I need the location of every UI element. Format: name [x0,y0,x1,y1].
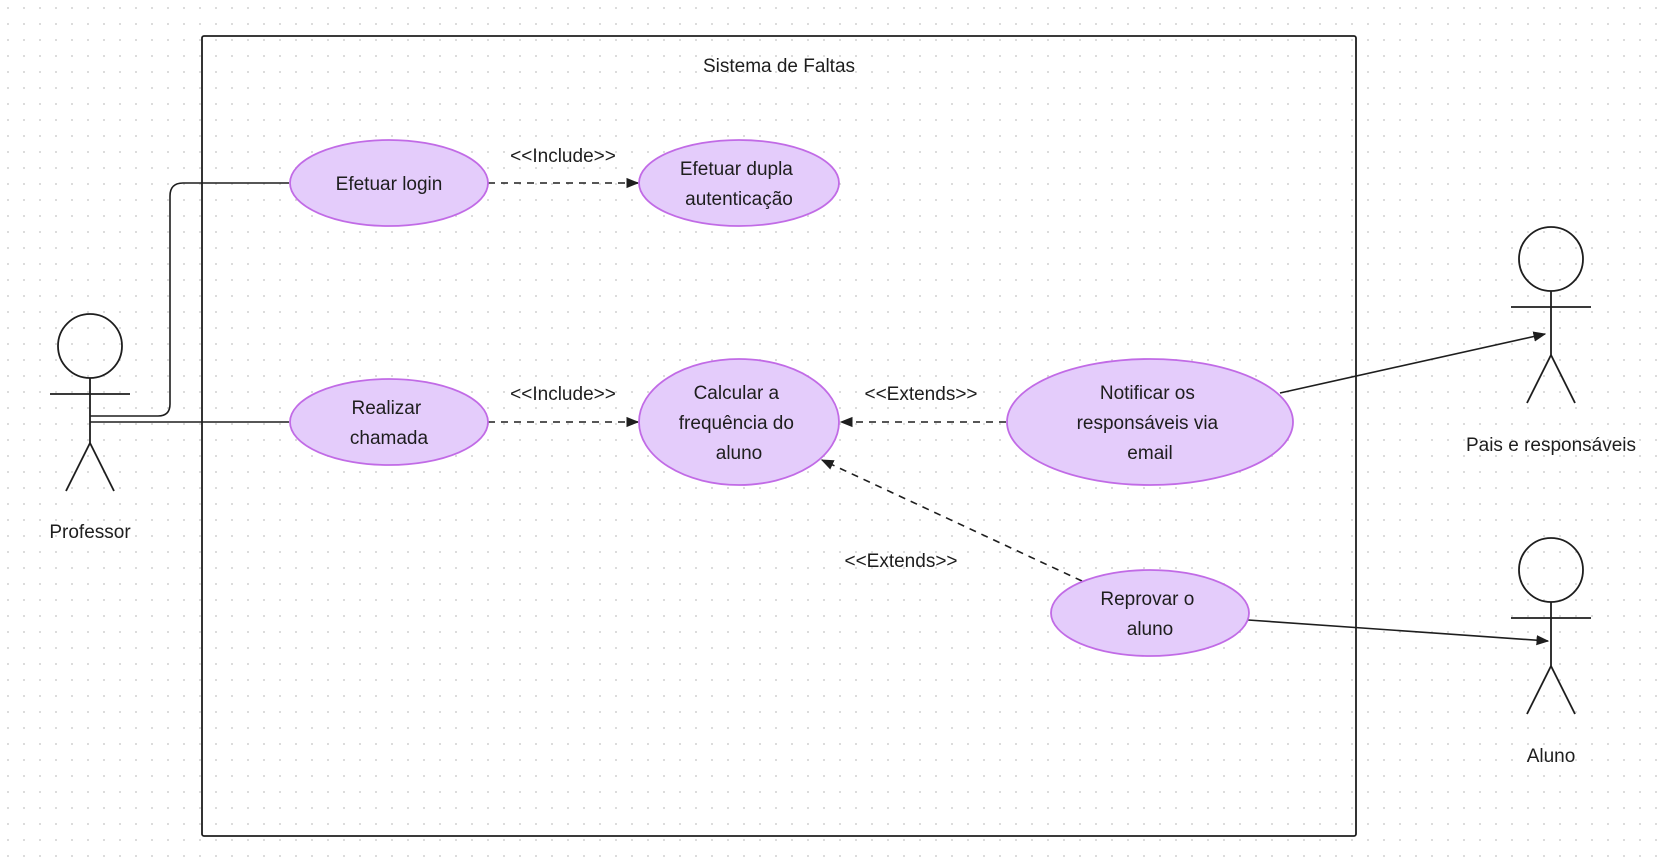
stick-figure-icon [1511,226,1591,404]
use-case-label: Calcular a frequência do aluno [679,383,799,464]
use-case-efetuar-login[interactable]: Efetuar login [289,139,489,227]
use-case-realizar-chamada[interactable]: Realizar chamada [289,378,489,466]
stick-figure-icon [50,313,130,492]
actor-label: Pais e responsáveis [1466,435,1636,456]
association-reprovar-aluno [1247,619,1550,646]
system-boundary [201,35,1357,837]
system-title: Sistema de Faltas [703,56,855,77]
use-case-label: Notificar os responsáveis via email [1077,383,1224,464]
association-notificar-pais [1279,331,1547,394]
association-professor-login [90,182,289,417]
use-case-notificar-responsaveis[interactable]: Notificar os responsáveis via email [1006,358,1294,486]
actor-professor[interactable]: Professor [49,313,131,543]
actor-label: Aluno [1527,746,1576,767]
include-label-chamada: <<Include>> [510,384,616,405]
use-case-efetuar-dupla-autenticacao[interactable]: Efetuar dupla autenticação [638,139,840,227]
extends-label-notificar: <<Extends>> [864,384,977,405]
extends-label-reprovar: <<Extends>> [844,551,957,572]
actor-aluno[interactable]: Aluno [1511,537,1591,767]
stick-figure-icon [1511,537,1591,715]
use-case-calcular-frequencia[interactable]: Calcular a frequência do aluno [638,358,840,486]
use-case-reprovar-aluno[interactable]: Reprovar o aluno [1050,569,1250,657]
extends-arrow-reprovar [820,459,1083,582]
use-case-label: Efetuar dupla autenticação [680,159,798,210]
actor-pais-responsaveis[interactable]: Pais e responsáveis [1466,226,1636,456]
use-case-label: Efetuar login [336,174,443,195]
include-label-login: <<Include>> [510,146,616,167]
use-case-label: Realizar chamada [350,398,429,449]
use-case-label: Reprovar o aluno [1100,589,1199,640]
actor-label: Professor [49,522,131,543]
